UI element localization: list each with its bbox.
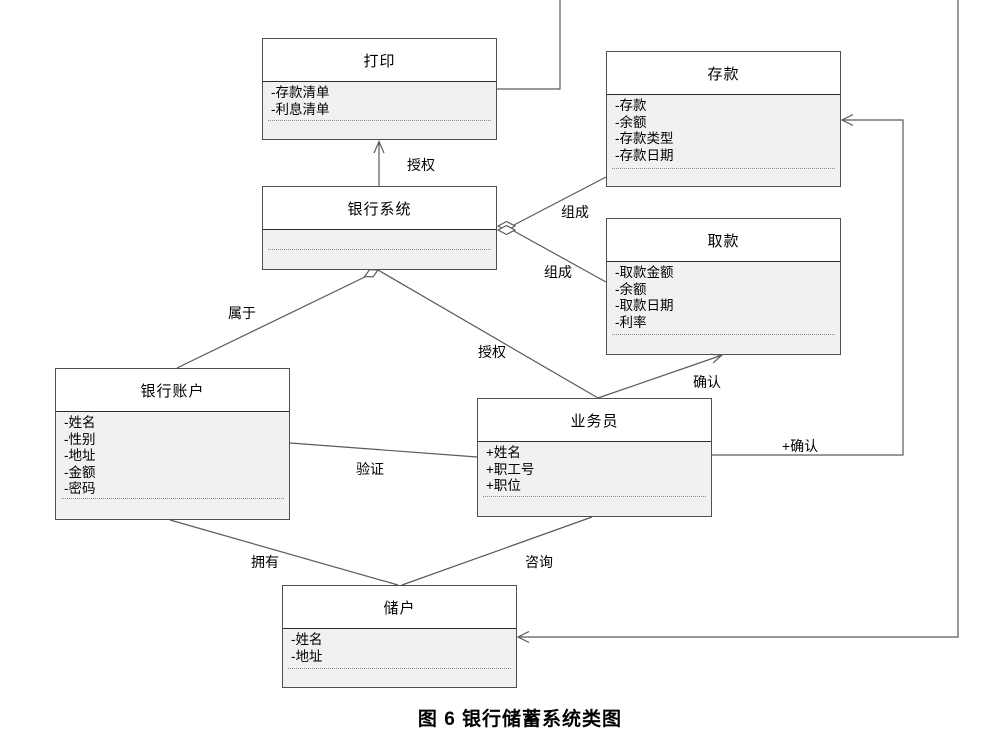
attribute: -姓名 [291,632,323,647]
label-confirm-plus: +确认 [781,438,819,454]
attribute: -存款清单 [271,85,330,100]
label-authorize-clerk: 授权 [478,344,506,360]
methods-divider [612,334,835,335]
attribute: -姓名 [64,415,96,430]
aggregation-diamond-icon [496,220,517,232]
class-box-bank-system: 银行系统 [262,186,497,270]
class-attrs-depositor: -姓名 -地址 [283,629,516,687]
class-attrs-print: -存款清单 -利息清单 [263,82,496,139]
attribute: -余额 [615,281,647,297]
arrowhead-icon [516,630,530,644]
class-title-withdraw: 取款 [607,219,840,262]
attribute: -金额 [64,464,96,480]
methods-divider [612,168,835,169]
aggregation-diamond-icon [496,224,517,236]
attribute: -密码 [64,481,96,496]
methods-divider [61,498,284,499]
class-box-bank-account: 银行账户 -姓名 -性别 -地址 -金额 -密码 [55,368,290,520]
arrowhead-icon [710,353,724,364]
class-title-depositor: 储户 [283,586,516,629]
attribute: -取款金额 [615,265,674,280]
class-attrs-bank-account: -姓名 -性别 -地址 -金额 -密码 [56,412,289,519]
figure-caption: 图 6 银行储蓄系统类图 [417,709,623,730]
relationship-belong [176,269,380,369]
attribute: -地址 [291,648,323,664]
label-compose-deposit: 组成 [561,204,589,220]
attribute: -性别 [64,431,96,447]
attribute: -利率 [615,314,647,330]
label-consult: 咨询 [525,554,553,570]
relationship-authorize-print [373,139,385,186]
label-belong: 属于 [228,305,256,321]
attribute: -存款类型 [615,131,674,146]
attribute: +姓名 [486,445,521,460]
methods-divider [268,120,491,121]
class-box-print: 打印 -存款清单 -利息清单 [262,38,497,140]
class-attrs-clerk: +姓名 +职工号 +职位 [478,442,711,516]
class-box-depositor: 储户 -姓名 -地址 [282,585,517,688]
label-authorize-print: 授权 [407,157,435,173]
methods-divider [483,496,706,497]
attribute: -存款 [615,98,647,113]
class-box-deposit: 存款 -存款 -余额 -存款类型 -存款日期 [606,51,841,187]
label-own: 拥有 [251,554,279,570]
aggregation-diamond-icon [363,269,380,278]
class-title-deposit: 存款 [607,52,840,95]
label-compose-withdraw: 组成 [544,264,572,280]
class-box-withdraw: 取款 -取款金额 -余额 -取款日期 -利率 [606,218,841,355]
methods-divider [268,249,491,250]
attribute: -存款日期 [615,147,674,163]
class-box-clerk: 业务员 +姓名 +职工号 +职位 [477,398,712,517]
attribute: -地址 [64,448,96,463]
attribute: -取款日期 [615,298,674,313]
relationship-consult [401,516,593,586]
attribute: +职位 [486,478,521,493]
arrowhead-icon [373,139,385,154]
attribute: +职工号 [486,461,535,477]
attribute: -余额 [615,114,647,130]
class-title-bank-system: 银行系统 [263,187,496,230]
class-title-print: 打印 [263,39,496,82]
class-attrs-deposit: -存款 -余额 -存款类型 -存款日期 [607,95,840,186]
attribute: -利息清单 [271,101,330,117]
relationship-verify [289,442,478,458]
class-attrs-withdraw: -取款金额 -余额 -取款日期 -利率 [607,262,840,354]
relationship-own [169,519,399,586]
label-verify: 验证 [356,461,384,477]
class-title-clerk: 业务员 [478,399,711,442]
relationship-authorize-clerk [377,269,599,399]
arrowhead-icon [840,113,854,127]
relationship-compose-deposit [511,176,607,227]
label-confirm: 确认 [693,374,721,390]
methods-divider [288,668,511,669]
class-title-bank-account: 银行账户 [56,369,289,412]
